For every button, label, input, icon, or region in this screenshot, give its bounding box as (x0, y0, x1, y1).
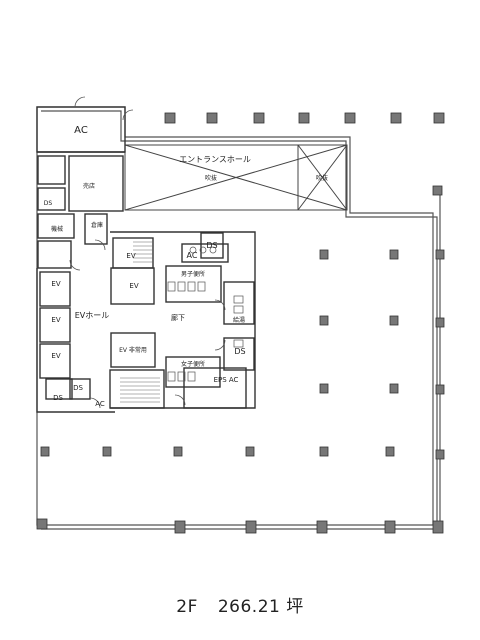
label-ac-mid: AC (187, 251, 198, 260)
label-ac-top: AC (74, 125, 88, 136)
toilet-fixtures (167, 246, 244, 382)
label-ev-2: EV (51, 316, 60, 324)
floor-area: 266.21 坪 (218, 597, 304, 617)
label-ev-hall: EVホール (75, 311, 110, 320)
floor-number: 2F (176, 597, 198, 617)
label-ds-left: DS (73, 384, 83, 392)
label-ev-1: EV (51, 280, 60, 288)
core (36, 106, 256, 413)
label-shop: 売店 (83, 182, 95, 190)
label-shower: 給湯 (233, 316, 245, 324)
stairs (120, 241, 160, 403)
label-ev-3: EV (51, 352, 60, 360)
columns (36, 112, 445, 534)
label-ds-lower: DS (53, 394, 63, 402)
doors (69, 96, 226, 409)
label-corridor: 廊下 (171, 313, 185, 322)
label-ev-service: EV 非常用 (119, 346, 147, 354)
label-machine-room: 機械 (51, 225, 63, 233)
label-eps-ac: EPS AC (214, 376, 239, 384)
label-entrance-hall: エントランスホール (179, 155, 251, 164)
floor-caption: 2F 266.21 坪 (0, 592, 480, 617)
entrance-hall (124, 144, 348, 211)
label-void: 吹抜 (316, 174, 328, 182)
label-ev-5: EV (126, 252, 135, 260)
label-ds-right: DS (234, 347, 245, 356)
label-ev-4: EV (129, 282, 138, 290)
label-ds-small: DS (44, 200, 53, 207)
label-warehouse: 倉庫 (91, 221, 103, 229)
floor-area-value: 266.21 (217, 597, 281, 617)
label-mens-toilet: 男子便所 (181, 270, 205, 278)
label-atrium: 吹抜 (205, 174, 217, 182)
label-ac-bottom: AC (95, 400, 105, 408)
label-ds-upper: DS (206, 241, 217, 250)
label-womens-toilet: 女子便所 (181, 360, 205, 368)
floor-area-unit: 坪 (286, 597, 304, 617)
